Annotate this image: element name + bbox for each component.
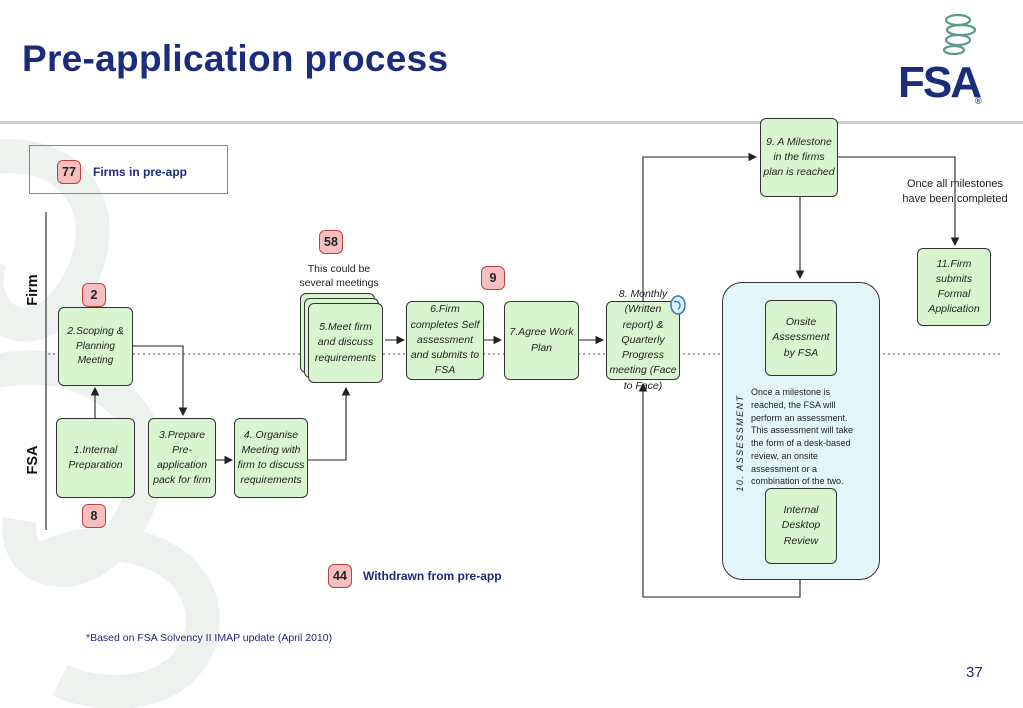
step-2-line1: 2.Scoping & bbox=[67, 325, 124, 338]
step-9-milestone-reached[interactable]: 9. A Milestone in the firms plan is reac… bbox=[760, 118, 838, 197]
assessment-description: Once a milestone is reached, the FSA wil… bbox=[751, 387, 854, 487]
meetings-note: This could be several meetings bbox=[299, 263, 379, 290]
firms-count-badge: 77 bbox=[57, 160, 81, 184]
step-3-prepare-pack[interactable]: 3.Prepare Pre-application pack for firm bbox=[148, 418, 216, 498]
withdrawn-count-badge: 44 bbox=[328, 564, 352, 588]
step-1-internal-preparation[interactable]: 1.Internal Preparation bbox=[56, 418, 135, 498]
lane-label-fsa: FSA bbox=[25, 445, 41, 475]
step-11-formal-application[interactable]: 11.Firm submits Formal Application bbox=[917, 248, 991, 326]
step-9-label: 9. A Milestone in the firms plan is reac… bbox=[763, 135, 835, 179]
registered-mark: ® bbox=[975, 96, 982, 106]
step-7-agree-work-plan[interactable]: 7.Agree Work Plan bbox=[504, 301, 579, 380]
desktop-review-box[interactable]: Internal Desktop Review bbox=[765, 488, 837, 564]
self-assessment-count-badge: 9 bbox=[481, 266, 505, 290]
step-8-progress-meeting[interactable]: 8. Monthly (Written report) & Quarterly … bbox=[606, 288, 680, 392]
meetings-count-badge: 58 bbox=[319, 230, 343, 254]
step-1-label: 1.Internal Preparation bbox=[68, 443, 123, 471]
step-6-self-assessment[interactable]: 6.Firm completes Self assessment and sub… bbox=[406, 301, 484, 380]
footnote: *Based on FSA Solvency II IMAP update (A… bbox=[86, 632, 333, 644]
desktop-review-label: Internal Desktop Review bbox=[781, 504, 821, 547]
step-7-label: 7.Agree Work Plan bbox=[509, 326, 574, 354]
step-3-label: 3.Prepare Pre-application pack for firm bbox=[153, 428, 211, 487]
header-divider bbox=[0, 121, 1023, 124]
assessment-label: 10. ASSESSMENT bbox=[735, 394, 745, 492]
step-6-label: 6.Firm completes Self assessment and sub… bbox=[410, 303, 480, 377]
scoping-count-badge: 2 bbox=[82, 283, 106, 307]
legend-box bbox=[29, 145, 228, 194]
step-11-label: 11.Firm submits Formal Application bbox=[928, 257, 980, 316]
step-5-meet-firm[interactable]: 5.Meet firm and discuss requirements bbox=[308, 303, 383, 383]
step-2-scoping[interactable]: 2.Scoping & Planning Meeting bbox=[58, 307, 133, 386]
internal-count-badge: 8 bbox=[82, 504, 106, 528]
step-4-organise-meeting[interactable]: 4. Organise Meeting with firm to discuss… bbox=[234, 418, 308, 498]
page-title: Pre-application process bbox=[22, 38, 449, 79]
milestones-note: Once all milestones have been completed bbox=[902, 178, 1008, 205]
onsite-assessment-box[interactable]: Onsite Assessment by FSA bbox=[765, 300, 837, 376]
withdrawn-label: Withdrawn from pre-app bbox=[363, 569, 502, 583]
step-5-label: 5.Meet firm and discuss requirements bbox=[314, 321, 377, 364]
page-number: 37 bbox=[966, 664, 983, 681]
lane-label-firm: Firm bbox=[25, 274, 41, 306]
step-4-label: 4. Organise Meeting with firm to discuss… bbox=[237, 428, 305, 487]
step-2-line2: Planning Meeting bbox=[76, 340, 115, 367]
onsite-assessment-label: Onsite Assessment by FSA bbox=[772, 316, 830, 359]
repeat-cycle-icon bbox=[670, 295, 686, 315]
fsa-logo-icon bbox=[942, 13, 977, 56]
firms-label: Firms in pre-app bbox=[93, 165, 188, 179]
fsa-logo: FSA bbox=[898, 58, 982, 107]
step-8-label: 8. Monthly (Written report) & Quarterly … bbox=[609, 288, 677, 392]
